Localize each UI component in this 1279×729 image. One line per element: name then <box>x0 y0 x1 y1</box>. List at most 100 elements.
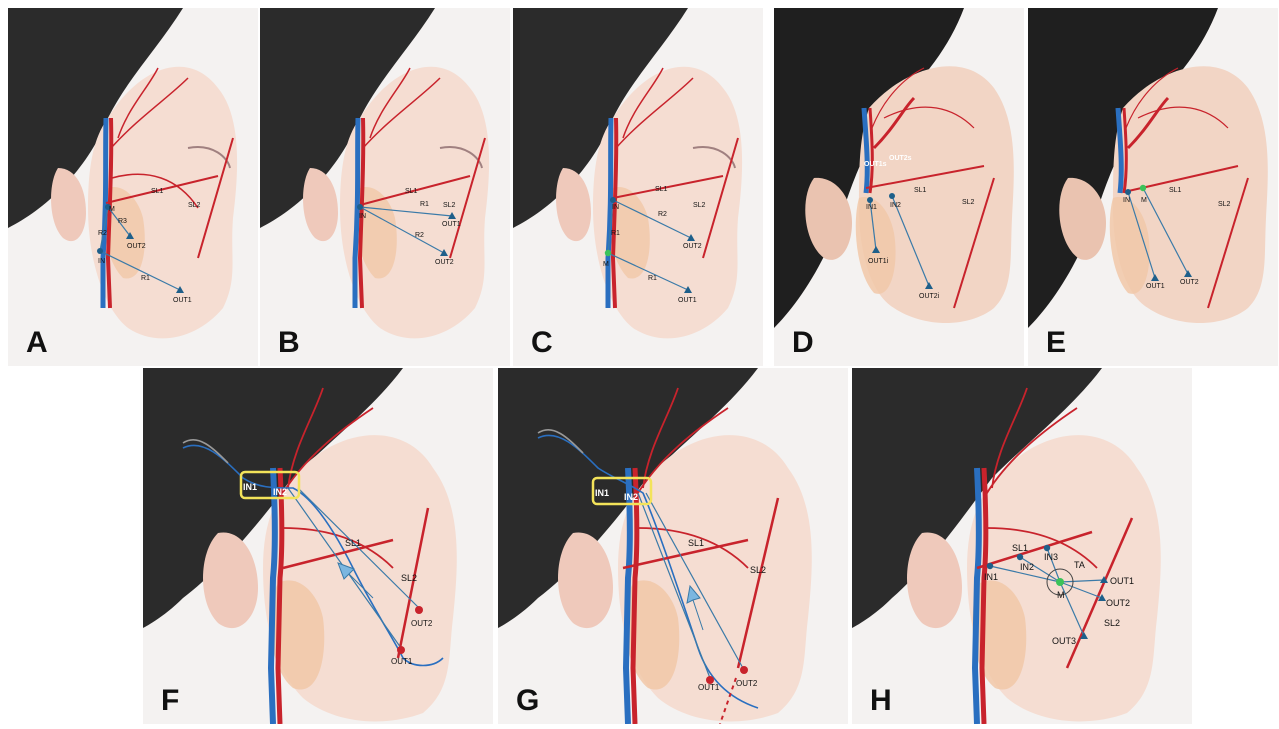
panel-letter: H <box>870 684 892 718</box>
out1-label: OUT1 <box>1146 283 1165 290</box>
sl2-label: SL2 <box>750 565 766 575</box>
m-point <box>1056 578 1064 586</box>
sl2-label: SL2 <box>443 202 456 209</box>
r1-label-lower: R1 <box>648 275 657 282</box>
in1-point <box>987 563 993 569</box>
out1-label: OUT1 <box>391 657 413 666</box>
out2-label: OUT2 <box>435 259 454 266</box>
panel-letter: D <box>792 326 814 360</box>
in2-label: IN2 <box>890 202 901 209</box>
out2-label: OUT2 <box>1106 598 1130 608</box>
sl2-label: SL2 <box>188 202 201 209</box>
panel-g: IN1 IN2 SL1 SL2 OUT1 OUT2 G <box>498 368 848 724</box>
sl2-label: SL2 <box>693 202 706 209</box>
ta-label: TA <box>1074 560 1085 570</box>
vein <box>975 468 979 724</box>
sl1-label: SL1 <box>688 538 704 548</box>
out1-point <box>397 646 405 654</box>
r2-label: R2 <box>415 232 424 239</box>
face-photo-e: IN M SL1 SL2 OUT1 OUT2 <box>1028 8 1278 366</box>
sl2-label: SL2 <box>401 573 417 583</box>
face-photo-d: OUT1s OUT2s SL1 IN1 IN2 SL2 OUT1i OUT2i <box>774 8 1024 366</box>
m-point <box>1140 185 1146 191</box>
sl1-label: SL1 <box>914 187 927 194</box>
face-illustration-c: SL1 SL2 IN R2 OUT2 R1 M R1 OUT1 <box>513 8 763 366</box>
out2-label: OUT2 <box>127 243 146 250</box>
face-illustration-f: IN1 IN2 SL1 SL2 OUT2 OUT1 <box>143 368 493 724</box>
panel-b: SL1 SL2 IN R1 R2 OUT1 OUT2 B <box>260 8 510 366</box>
panel-h: SL1 IN3 TA IN1 IN2 OUT1 M OUT2 SL2 OUT3 … <box>852 368 1192 724</box>
panel-f: IN1 IN2 SL1 SL2 OUT2 OUT1 F <box>143 368 493 724</box>
m-label: M <box>1057 590 1065 600</box>
panel-c: SL1 SL2 IN R2 OUT2 R1 M R1 OUT1 C <box>513 8 763 366</box>
out2-label: OUT2 <box>736 679 758 688</box>
r1-label: R1 <box>141 275 150 282</box>
sl1-label: SL1 <box>405 188 418 195</box>
r2-label: R2 <box>658 211 667 218</box>
panel-letter: G <box>516 684 539 718</box>
in-point <box>357 204 363 210</box>
in1-label: IN1 <box>984 572 998 582</box>
panel-letter: F <box>161 684 179 718</box>
in-label: IN <box>359 213 366 220</box>
in3-point <box>1044 545 1050 551</box>
sl1-label: SL1 <box>1169 187 1182 194</box>
in2-label: IN2 <box>1020 562 1034 572</box>
sl2-label: SL2 <box>1218 201 1231 208</box>
out1-label: OUT1 <box>698 683 720 692</box>
in1-point <box>867 197 873 203</box>
sl1-label: SL1 <box>345 538 361 548</box>
out1s-label: OUT1s <box>864 161 887 168</box>
in2-label: IN2 <box>624 492 638 502</box>
in-point <box>610 197 616 203</box>
m-point <box>605 250 611 256</box>
vein <box>271 468 275 724</box>
panel-letter: E <box>1046 326 1066 360</box>
in1-label: IN1 <box>866 204 877 211</box>
face-illustration-a: SL1 SL2 M R3 R2 OUT2 IN R1 OUT1 <box>8 8 258 366</box>
face-illustration-g: IN1 IN2 SL1 SL2 OUT1 OUT2 <box>498 368 848 724</box>
sl2-label: SL2 <box>1104 618 1120 628</box>
m-label: M <box>603 261 609 268</box>
panel-d: OUT1s OUT2s SL1 IN1 IN2 SL2 OUT1i OUT2i … <box>774 8 1024 366</box>
in1-label: IN1 <box>595 488 609 498</box>
out2-label: OUT2 <box>1180 279 1199 286</box>
out2-label: OUT2 <box>683 243 702 250</box>
in-point <box>1125 189 1131 195</box>
in-label: IN <box>1123 197 1130 204</box>
out1-label: OUT1 <box>173 297 192 304</box>
sl1-label: SL1 <box>151 188 164 195</box>
m-label: M <box>1141 197 1147 204</box>
in-label: IN <box>612 204 619 211</box>
r1-label: R1 <box>611 230 620 237</box>
sl2-label: SL2 <box>962 199 975 206</box>
out2s-label: OUT2s <box>889 155 912 162</box>
out2i-label: OUT2i <box>919 293 940 300</box>
out1-label: OUT1 <box>1110 576 1134 586</box>
out1-label: OUT1 <box>678 297 697 304</box>
panel-a: SL1 SL2 M R3 R2 OUT2 IN R1 OUT1 A <box>8 8 258 366</box>
out2-label: OUT2 <box>411 619 433 628</box>
sl1-label: SL1 <box>1012 543 1028 553</box>
in2-point <box>889 193 895 199</box>
face-illustration-b: SL1 SL2 IN R1 R2 OUT1 OUT2 <box>260 8 510 366</box>
out3-label: OUT3 <box>1052 636 1076 646</box>
panel-letter: C <box>531 326 553 360</box>
face-illustration-h: SL1 IN3 TA IN1 IN2 OUT1 M OUT2 SL2 OUT3 <box>852 368 1192 724</box>
in2-label: IN2 <box>273 487 287 497</box>
in-label: IN <box>98 258 105 265</box>
vein <box>626 468 630 724</box>
sl1-label: SL1 <box>655 186 668 193</box>
out2-point <box>415 606 423 614</box>
panel-letter: B <box>278 326 300 360</box>
out1-label: OUT1 <box>442 221 461 228</box>
panel-e: IN M SL1 SL2 OUT1 OUT2 E <box>1028 8 1278 366</box>
r2-label: R2 <box>98 230 107 237</box>
in3-label: IN3 <box>1044 552 1058 562</box>
in1-label: IN1 <box>243 482 257 492</box>
out2-point <box>740 666 748 674</box>
r3-label: R3 <box>118 218 127 225</box>
out1i-label: OUT1i <box>868 258 889 265</box>
in2-point <box>1017 554 1023 560</box>
panel-letter: A <box>26 326 48 360</box>
